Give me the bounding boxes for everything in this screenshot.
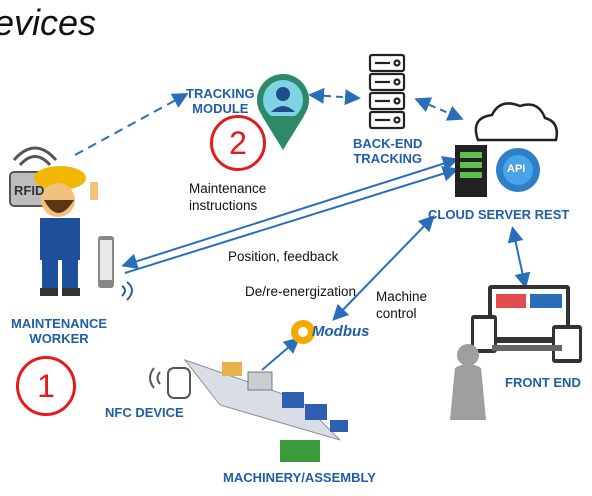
front-end-label: FRONT END (505, 375, 581, 390)
machinery-label: MACHINERY/ASSEMBLY (223, 470, 376, 485)
machinery-icon (183, 358, 348, 462)
cloud-server-label: CLOUD SERVER REST (428, 207, 570, 222)
position-feedback-label: Position, feedback (228, 249, 339, 264)
arrow-cloud-to-worker-1 (121, 156, 459, 269)
rfid-text: RFID (14, 183, 45, 198)
cloud-server-icon (455, 102, 559, 197)
server-icon (368, 53, 406, 130)
nfc-device-icon (149, 367, 191, 399)
dashed-arrow-tracking-backend (308, 87, 361, 106)
maintenance-worker-icon (34, 166, 133, 301)
arrow-modbus-to-machinery (261, 337, 301, 371)
arrow-cloud-to-frontend (507, 226, 531, 289)
modbus-logo-text: Modbus (312, 323, 370, 340)
marker-two: 2 (210, 115, 266, 171)
location-pin-icon (257, 74, 309, 150)
dashed-arrow-rfid-to-tracking (74, 93, 189, 156)
nfc-device-label: NFC DEVICE (105, 405, 184, 420)
arrow-cloud-to-modbus (332, 215, 435, 321)
api-text: API (507, 163, 526, 175)
page-title: evices (0, 2, 97, 43)
front-end-devices-icon (450, 285, 582, 420)
marker-one: 1 (16, 356, 76, 416)
modbus-gear-icon (291, 320, 315, 344)
dashed-arrow-backend-cloud (414, 97, 464, 121)
arrow-cloud-to-worker-2 (124, 165, 459, 274)
de-re-energization-label: De/re-energization (245, 284, 357, 299)
